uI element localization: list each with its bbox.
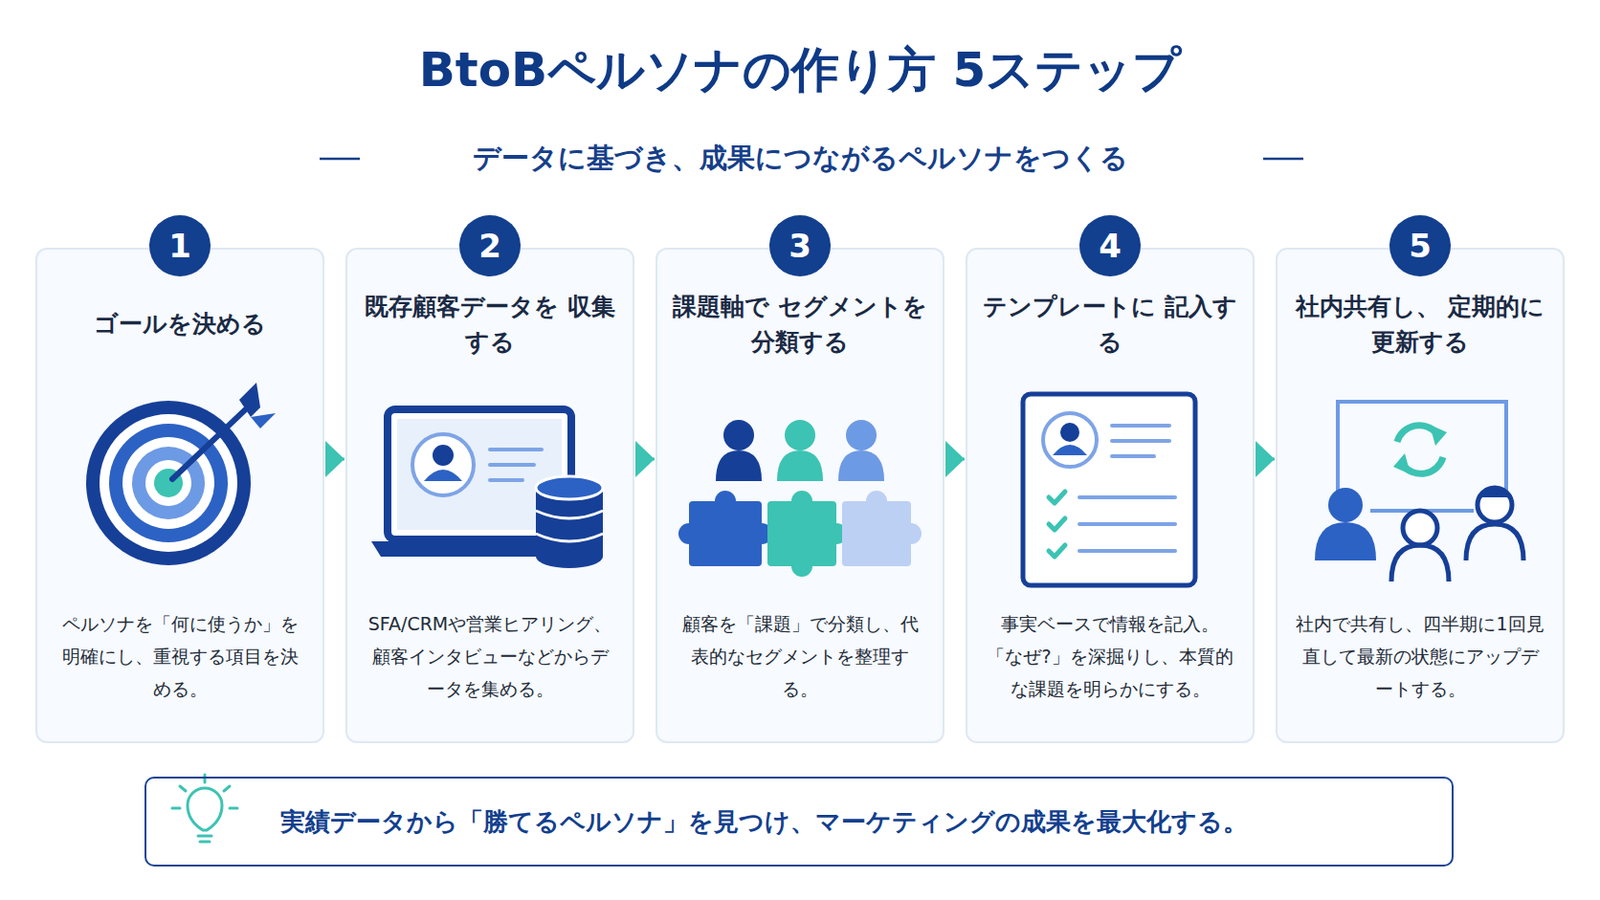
step-heading: ゴールを決める	[46, 276, 313, 373]
step-heading: 課題軸で セグメントを分類する	[666, 276, 934, 373]
diagram-caption: データに基づき、成果につながるペルソナをつくる	[0, 139, 1600, 178]
step-description: 事実ベースで情報を記入。「なぜ?」を深掘りし、本質的な課題を明らかにする。	[984, 607, 1236, 707]
step-card: 2既存顧客データを 収集するSFA/CRMや営業ヒアリング、顧客インタビューなど…	[345, 247, 635, 744]
step-number: 4	[1079, 215, 1141, 277]
step-arrow	[325, 441, 345, 478]
step-description: SFA/CRMや営業ヒアリング、顧客インタビューなどからデータを集める。	[364, 607, 616, 707]
step-arrow	[1255, 441, 1275, 478]
step-number: 3	[769, 215, 831, 277]
step-description: 顧客を「課題」で分類し、代表的なセグメントを整理する。	[674, 607, 926, 707]
step-heading: テンプレートに 記入する	[977, 276, 1244, 373]
step-heading: 既存顧客データを 収集する	[356, 276, 623, 373]
step-heading: 社内共有し、 定期的に更新する	[1287, 276, 1554, 373]
step-card: 3課題軸で セグメントを分類する顧客を「課題」で分類し、代表的なセグメントを整理…	[655, 247, 945, 744]
step-description: ペルソナを「何に使うか」を明確にし、重視する項目を決める。	[54, 607, 306, 707]
diagram-title: BtoBペルソナの作り方 5ステップ	[0, 38, 1600, 103]
step-card: 4テンプレートに 記入する事実ベースで情報を記入。「なぜ?」を深掘りし、本質的な…	[965, 247, 1255, 744]
step-card: 1ゴールを決めるペルソナを「何に使うか」を明確にし、重視する項目を決める。	[35, 247, 325, 744]
step-number: 2	[459, 215, 521, 277]
tip-text: 実績データから「勝てるペルソナ」を見つけ、マーケティングの成果を最大化する。	[280, 778, 1433, 866]
step-arrow	[945, 441, 965, 478]
step-card: 5社内共有し、 定期的に更新する社内で共有し、四半期に1回見直して最新の状態にア…	[1275, 247, 1565, 744]
step-number: 1	[149, 215, 211, 277]
tip-box: 実績データから「勝てるペルソナ」を見つけ、マーケティングの成果を最大化する。	[144, 777, 1454, 867]
step-number: 5	[1389, 215, 1451, 277]
step-description: 社内で共有し、四半期に1回見直して最新の状態にアップデートする。	[1294, 607, 1546, 707]
step-arrow	[635, 441, 655, 478]
